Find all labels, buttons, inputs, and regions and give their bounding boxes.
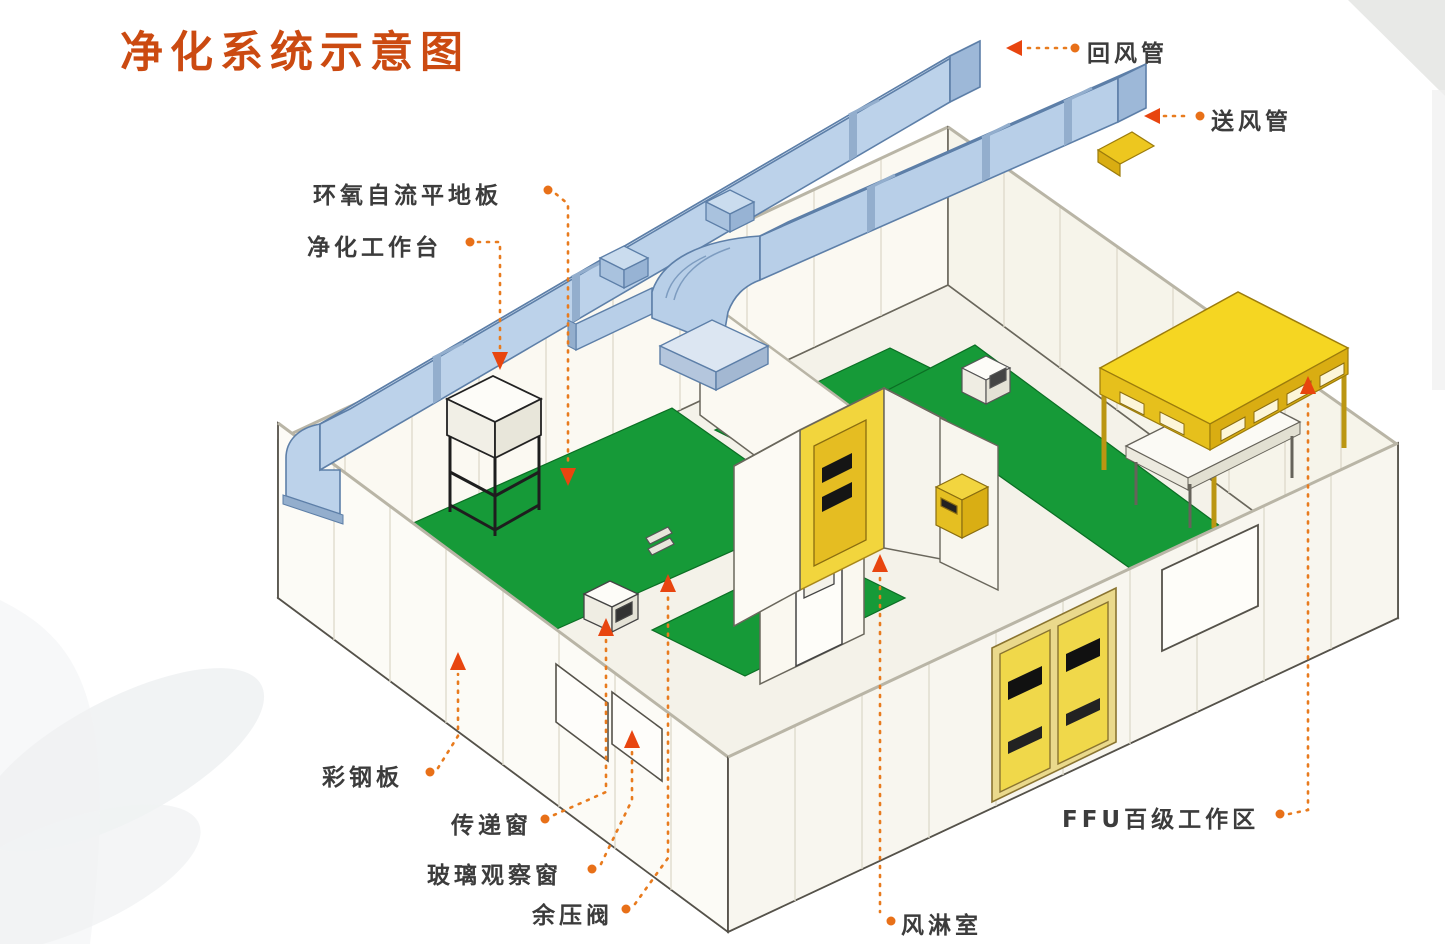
pressure-relief-valve-louvers <box>645 526 675 556</box>
arrow-clean-bench <box>492 352 508 370</box>
front-right-wall <box>727 441 1399 934</box>
supply-diffuser <box>658 319 770 392</box>
observation-window-1 <box>555 662 609 763</box>
wall-box <box>960 355 1012 405</box>
leader-lines <box>436 46 1310 914</box>
arrow-pressure-valve <box>660 574 676 592</box>
arrow-markers <box>450 40 1316 748</box>
label-air-shower: 风淋室 <box>901 913 982 939</box>
leader-dots <box>425 43 1285 926</box>
door-leaf-right <box>1057 600 1109 766</box>
observation-window-2 <box>611 690 663 783</box>
label-pressure-valve: 余压阀 <box>532 903 613 929</box>
clean-bench <box>444 374 544 536</box>
leader-color-steel <box>436 672 460 770</box>
leader-glass-window <box>599 750 634 866</box>
front-left-wall <box>277 421 729 934</box>
label-ffu-area: FFU百级工作区 <box>1062 807 1260 833</box>
label-return-duct: 回风管 <box>1087 41 1168 67</box>
arrow-return-duct <box>1006 40 1022 56</box>
label-epoxy-floor: 环氧自流平地板 <box>313 183 502 209</box>
label-color-steel-panel: 彩钢板 <box>322 765 403 791</box>
return-air-duct <box>282 39 981 525</box>
leader-epoxy-floor <box>554 192 570 466</box>
arrow-ffu <box>1300 376 1316 394</box>
ceiling-vent <box>1096 131 1156 178</box>
return-duct-elbow <box>285 423 341 516</box>
arrow-color-steel <box>450 652 466 670</box>
air-shower-room <box>733 386 999 628</box>
bench-legs <box>448 436 541 536</box>
leader-ffu <box>1287 396 1310 816</box>
arrow-air-shower <box>872 554 888 572</box>
arrow-transfer-window <box>598 618 614 636</box>
leader-clean-bench <box>476 240 502 350</box>
ffu-work-area <box>1098 291 1350 528</box>
label-supply-duct: 送风管 <box>1211 109 1292 135</box>
label-clean-bench: 净化工作台 <box>307 235 442 261</box>
air-shower-double-doors <box>991 586 1117 804</box>
duct-collar-2 <box>704 189 756 234</box>
return-duct-flanges <box>432 98 880 404</box>
door-leaf-left <box>999 628 1051 794</box>
supply-duct-elbow <box>651 235 761 348</box>
duct-collar-1 <box>598 245 650 290</box>
label-glass-window: 玻璃观察窗 <box>427 863 562 889</box>
diagram-title: 净化系统示意图 <box>120 28 470 78</box>
leader-pressure-valve <box>633 594 670 906</box>
supply-air-duct <box>567 62 1147 392</box>
supply-duct-flanges <box>866 86 1093 233</box>
arrow-supply-duct <box>1144 108 1160 124</box>
yellow-cabinet <box>934 473 990 539</box>
arrow-glass-window <box>624 730 640 748</box>
wall-window <box>1161 523 1259 653</box>
label-transfer-window: 传递窗 <box>451 813 532 839</box>
leader-transfer-window <box>552 638 608 817</box>
arrow-epoxy-floor <box>560 468 576 486</box>
